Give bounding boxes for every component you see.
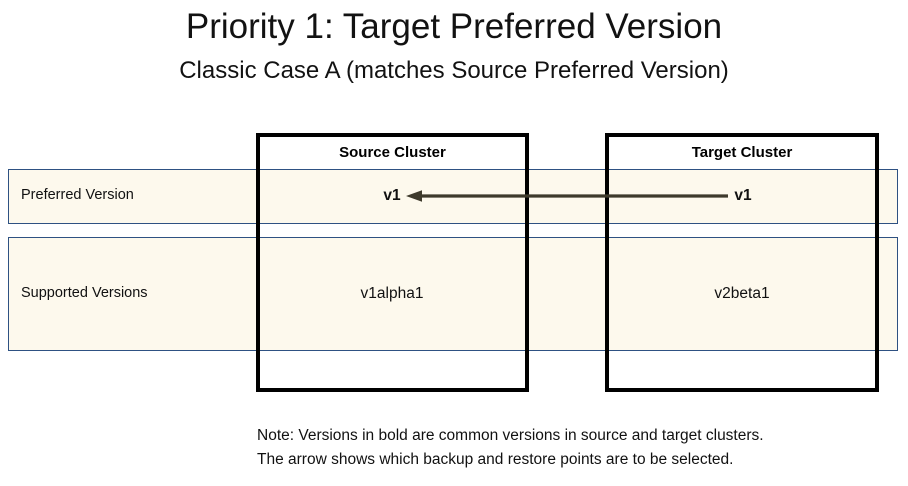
table-row-supported-versions: Supported Versions xyxy=(8,237,898,351)
footer-note-line-2: The arrow shows which backup and restore… xyxy=(257,451,734,468)
cluster-box-source: Source Cluster xyxy=(256,133,529,392)
row-label-preferred-version: Preferred Version xyxy=(21,187,134,203)
cluster-header-source: Source Cluster xyxy=(339,144,446,161)
footer-note: Note: Versions in bold are common versio… xyxy=(257,424,764,472)
cluster-header-bg-target xyxy=(609,137,875,169)
arrow-target-to-source xyxy=(406,186,736,208)
cluster-header-bg-source xyxy=(260,137,525,169)
cell-target-preferred-version: v1 xyxy=(734,187,752,204)
page-subtitle: Classic Case A (matches Source Preferred… xyxy=(179,57,729,84)
cluster-footer-bg-source xyxy=(260,351,525,388)
cell-source-preferred-version: v1 xyxy=(383,187,401,204)
cluster-footer-bg-target xyxy=(609,351,875,388)
cell-target-supported-versions: v2beta1 xyxy=(714,285,770,302)
cluster-header-target: Target Cluster xyxy=(691,144,793,161)
row-label-supported-versions: Supported Versions xyxy=(21,285,148,301)
footer-note-line-1: Note: Versions in bold are common versio… xyxy=(257,427,764,444)
cluster-box-target: Target Cluster xyxy=(605,133,879,392)
page-title: Priority 1: Target Preferred Version xyxy=(185,7,723,46)
table-row-preferred-version: Preferred Version xyxy=(8,169,898,224)
cell-source-supported-versions: v1alpha1 xyxy=(360,285,424,302)
arrow-left-icon xyxy=(406,190,728,202)
